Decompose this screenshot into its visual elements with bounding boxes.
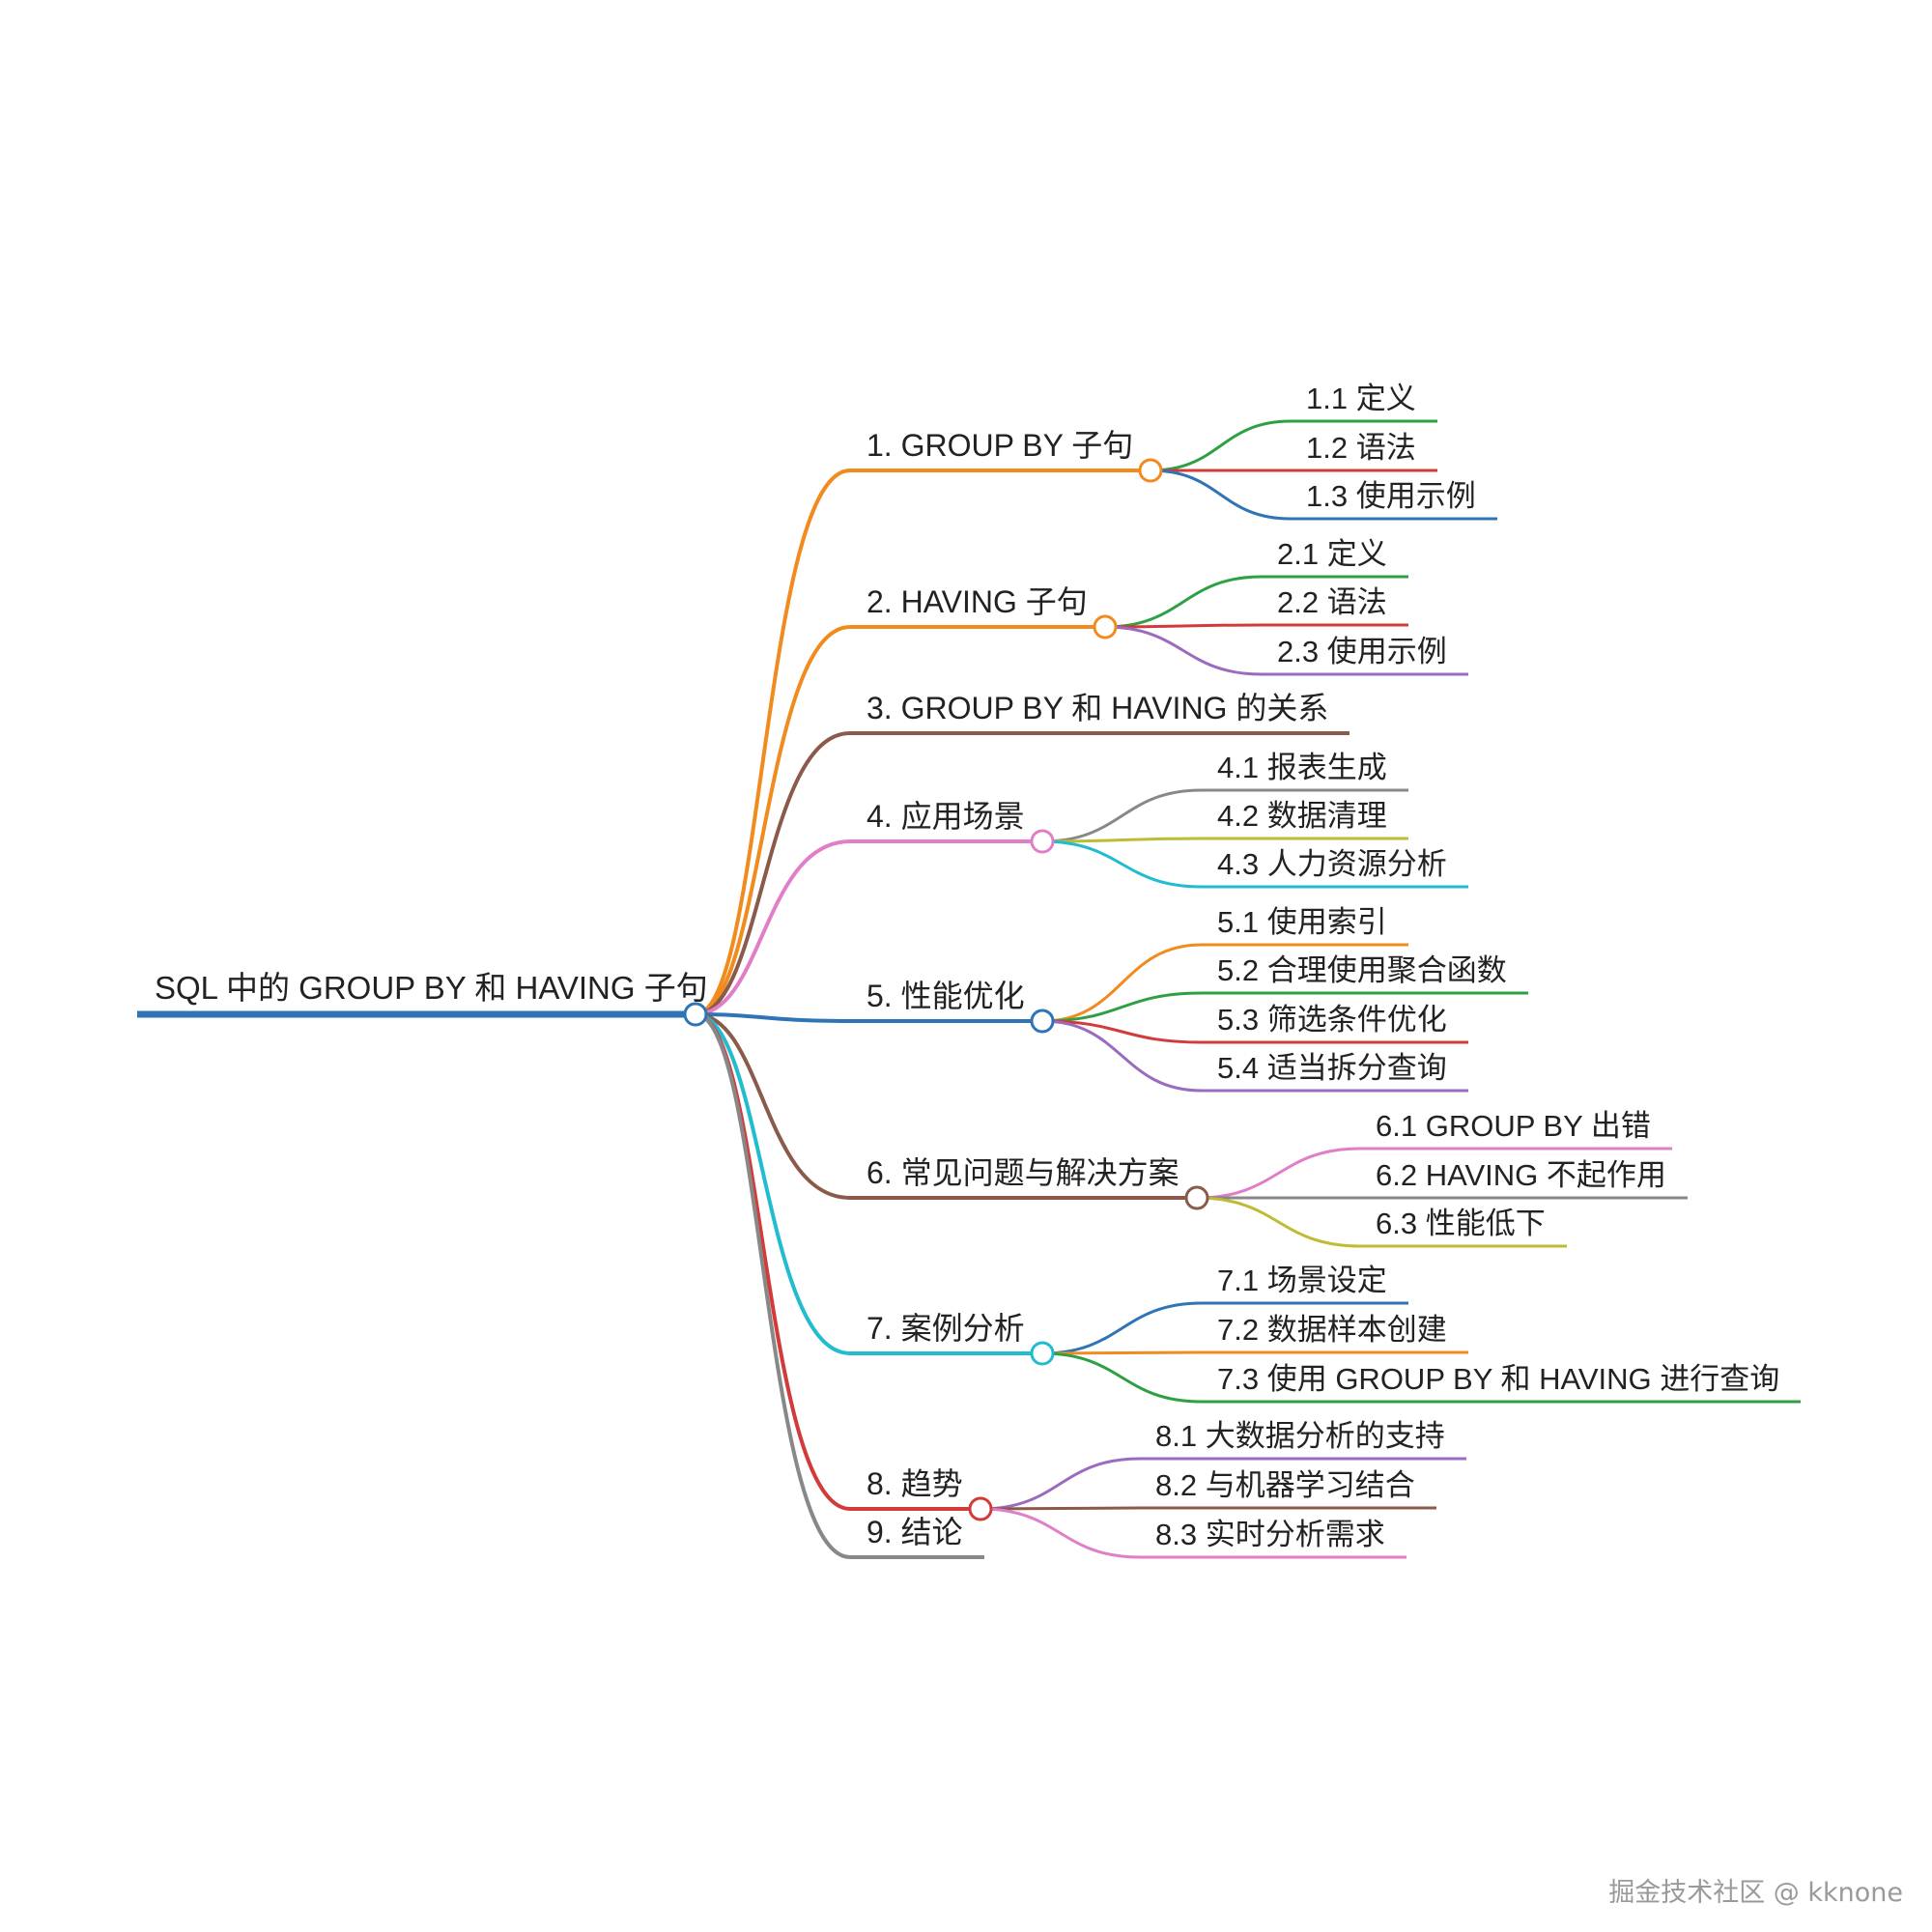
branch-connector	[695, 1012, 851, 1559]
branch-connector	[695, 469, 851, 1016]
leaf-connector	[1150, 469, 1292, 521]
leaf-label: 8.2 与机器学习结合	[1155, 1468, 1415, 1502]
branch-connector	[695, 1012, 851, 1023]
leaf-label: 5.3 筛选条件优化	[1217, 1003, 1447, 1037]
leaf-label: 4.1 报表生成	[1217, 751, 1387, 784]
branch-node-circle[interactable]	[1030, 829, 1055, 854]
leaf-connector	[1104, 623, 1263, 629]
branch-node-circle[interactable]	[1030, 1341, 1055, 1366]
branch-connector	[695, 839, 851, 1016]
leaf-label: 1.3 使用示例	[1306, 479, 1476, 513]
branch-label: 5. 性能优化	[867, 979, 1025, 1013]
leaf-connector	[1041, 837, 1203, 843]
leaf-label: 7.2 数据样本创建	[1217, 1313, 1447, 1347]
branch-label: 2. HAVING 子句	[867, 584, 1088, 619]
leaf-label: 2.2 语法	[1277, 585, 1387, 619]
leaf-connector	[1041, 943, 1203, 1023]
branch-connector	[695, 1012, 851, 1355]
leaf-label: 7.1 场景设定	[1217, 1264, 1387, 1297]
leaf-connector	[1041, 1351, 1203, 1404]
leaf-connector	[980, 1457, 1141, 1511]
branch-label: 4. 应用场景	[867, 799, 1025, 834]
branch-node-circle[interactable]	[1184, 1185, 1209, 1210]
leaf-label: 8.3 实时分析需求	[1155, 1518, 1385, 1551]
leaf-label: 8.1 大数据分析的支持	[1155, 1419, 1445, 1453]
leaf-connector	[980, 1507, 1141, 1559]
leaf-connector	[1041, 1350, 1203, 1355]
leaf-connector	[1041, 788, 1203, 843]
leaf-connector	[1196, 1196, 1361, 1248]
branch-connector	[695, 1012, 851, 1200]
branch-label: 9. 结论	[867, 1515, 963, 1549]
root-label: SQL 中的 GROUP BY 和 HAVING 子句	[155, 970, 708, 1006]
branch-node-circle[interactable]	[1093, 614, 1118, 639]
leaf-label: 6.3 性能低下	[1376, 1207, 1546, 1240]
leaf-label: 4.2 数据清理	[1217, 799, 1387, 833]
leaf-connector	[1104, 625, 1263, 676]
root-node-circle[interactable]	[683, 1002, 708, 1027]
leaf-label: 1.2 语法	[1306, 431, 1416, 465]
branch-connector	[695, 625, 851, 1016]
leaf-label: 2.3 使用示例	[1277, 635, 1447, 668]
leaf-label: 5.2 合理使用聚合函数	[1217, 953, 1507, 987]
branch-node-circle[interactable]	[968, 1496, 993, 1521]
branch-label: 8. 趋势	[867, 1466, 963, 1501]
leaf-connector	[1041, 1301, 1203, 1355]
leaf-label: 6.2 HAVING 不起作用	[1376, 1158, 1666, 1192]
leaf-label: 5.4 适当拆分查询	[1217, 1051, 1447, 1085]
branch-connector	[695, 731, 851, 1016]
leaf-label: 4.3 人力资源分析	[1217, 847, 1447, 881]
leaf-connector	[1041, 991, 1203, 1023]
leaf-connector	[1041, 1019, 1203, 1093]
branch-node-circle[interactable]	[1030, 1009, 1055, 1034]
leaf-label: 1.1 定义	[1306, 382, 1416, 415]
leaf-label: 5.1 使用索引	[1217, 905, 1387, 939]
leaf-connector	[980, 1506, 1141, 1511]
branch-label: 6. 常见问题与解决方案	[867, 1155, 1179, 1190]
leaf-connector	[1104, 575, 1263, 629]
leaf-connector	[1041, 839, 1203, 889]
branch-connector	[695, 1012, 851, 1511]
branch-label: 3. GROUP BY 和 HAVING 的关系	[867, 691, 1328, 725]
leaf-connector	[1150, 419, 1292, 472]
leaf-connector	[1196, 1147, 1361, 1200]
watermark: 掘金技术社区 @ kknone	[1608, 1878, 1903, 1908]
branch-node-circle[interactable]	[1138, 458, 1163, 483]
leaf-connector	[1041, 1019, 1203, 1044]
branch-label: 7. 案例分析	[867, 1311, 1025, 1346]
leaf-label: 7.3 使用 GROUP BY 和 HAVING 进行查询	[1217, 1362, 1779, 1396]
leaf-label: 2.1 定义	[1277, 537, 1387, 571]
branch-label: 1. GROUP BY 子句	[867, 428, 1133, 463]
leaf-label: 6.1 GROUP BY 出错	[1376, 1109, 1651, 1143]
